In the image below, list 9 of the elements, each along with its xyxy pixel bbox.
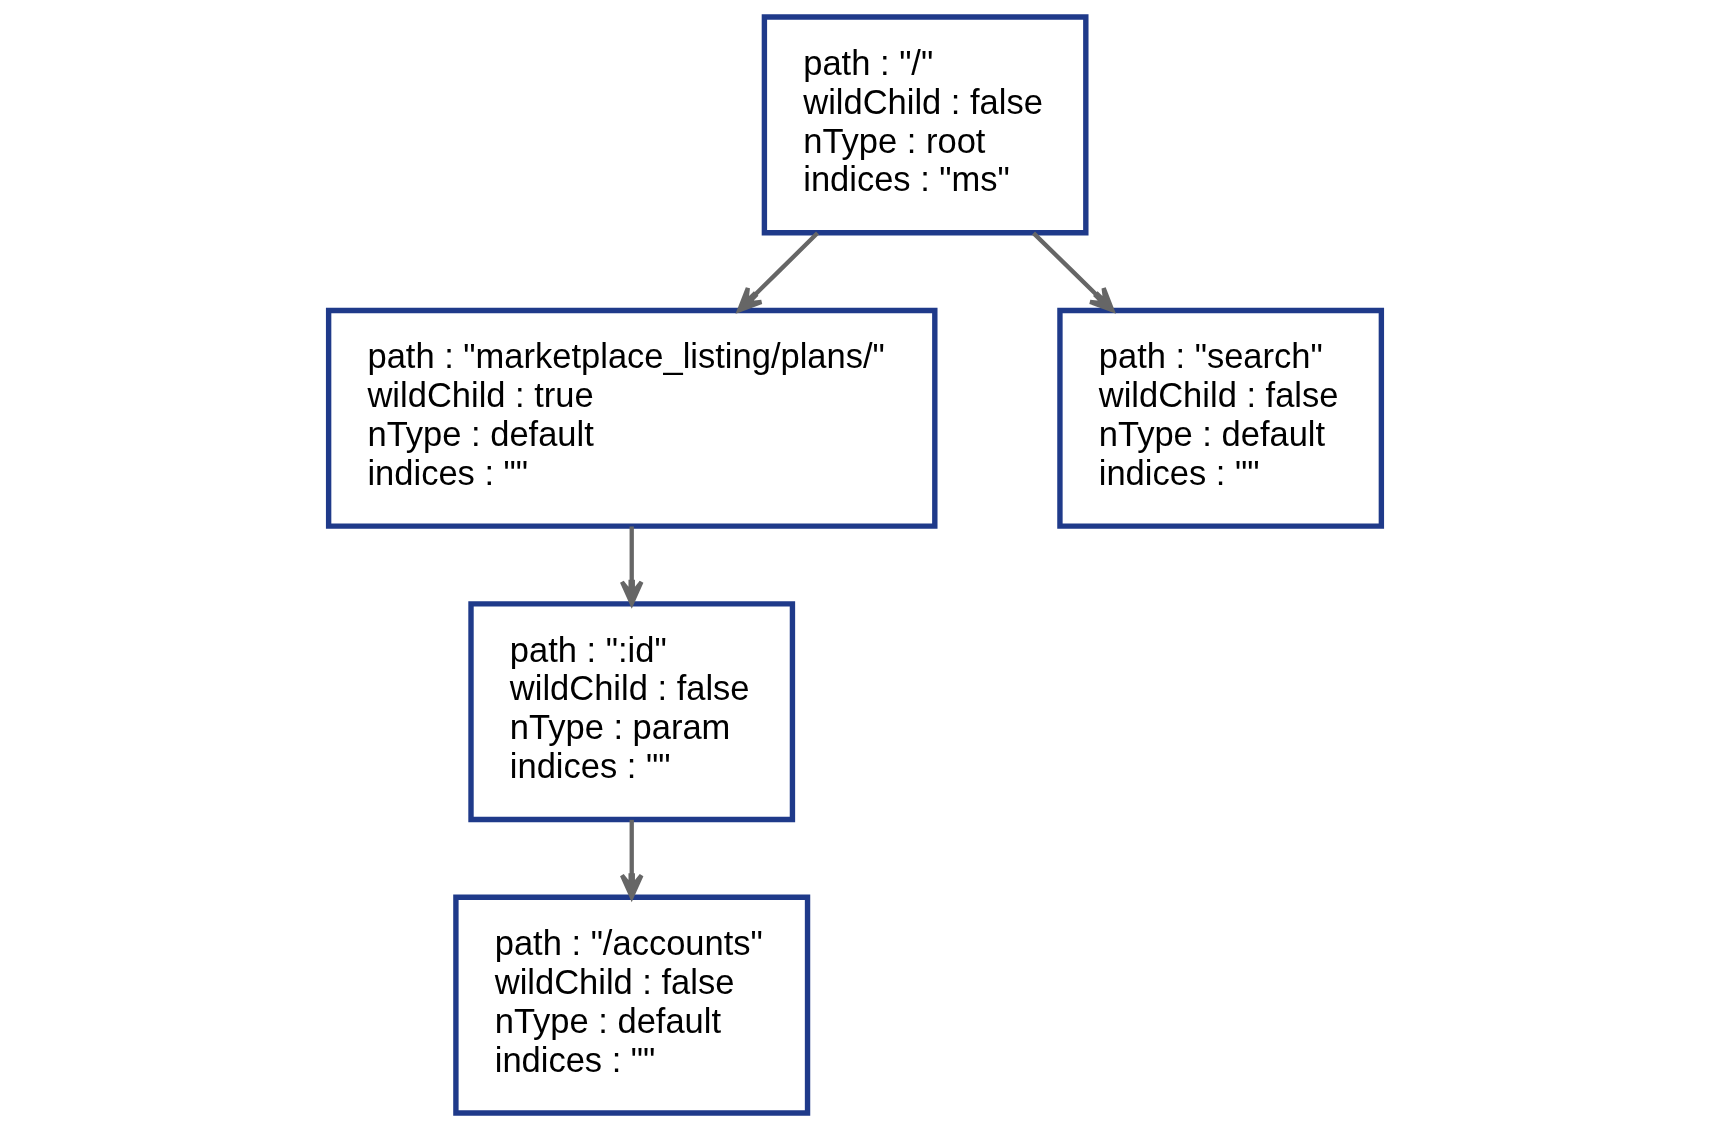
node-box: path : "/" wildChild : false nType : root indices : "ms" xyxy=(761,14,1089,236)
arrow xyxy=(737,231,820,313)
arrow xyxy=(1032,231,1115,313)
node-box: path : "/accounts" wildChild : false nType : default indices : "" xyxy=(453,894,811,1116)
node-box: path : ":id" wildChild : false nType : param indices : "" xyxy=(468,601,796,823)
node-box: path : "marketplace_listing/plans/" wildChild : true nType : default indices : "" xyxy=(325,307,938,529)
arrow xyxy=(619,819,644,900)
node-box: path : "search" wildChild : false nType : default indices : "" xyxy=(1057,307,1385,529)
arrow xyxy=(619,526,644,606)
